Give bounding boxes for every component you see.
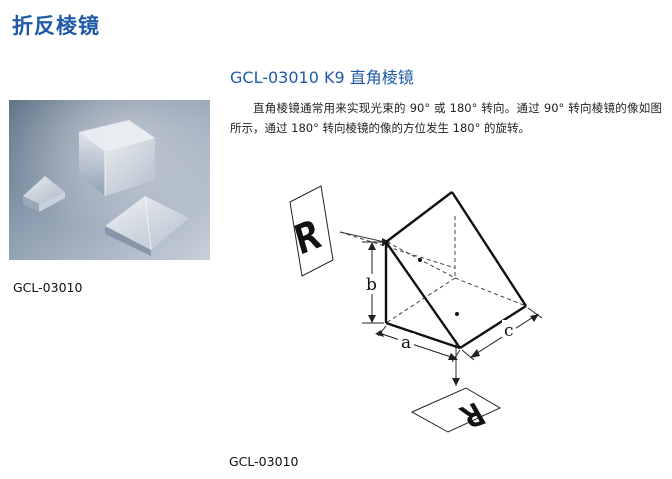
photo-caption: GCL-03010 [13,280,83,295]
dimension-c-label: c [504,321,514,341]
dimension-b-label: b [366,275,377,295]
product-photo [9,100,210,260]
product-description: 直角棱镜通常用来实现光束的 90° 或 180° 转向。通过 90° 转向棱镜的… [230,101,662,135]
output-image-card: R [410,387,502,435]
diagram-caption: GCL-03010 [229,454,299,469]
input-image-card: R [289,185,334,277]
page-title: 折反棱镜 [12,14,100,38]
dimension-a-label: a [401,333,411,353]
prism-diagram: R [280,180,570,442]
product-heading: GCL-03010 K9 直角棱镜 [230,68,414,87]
